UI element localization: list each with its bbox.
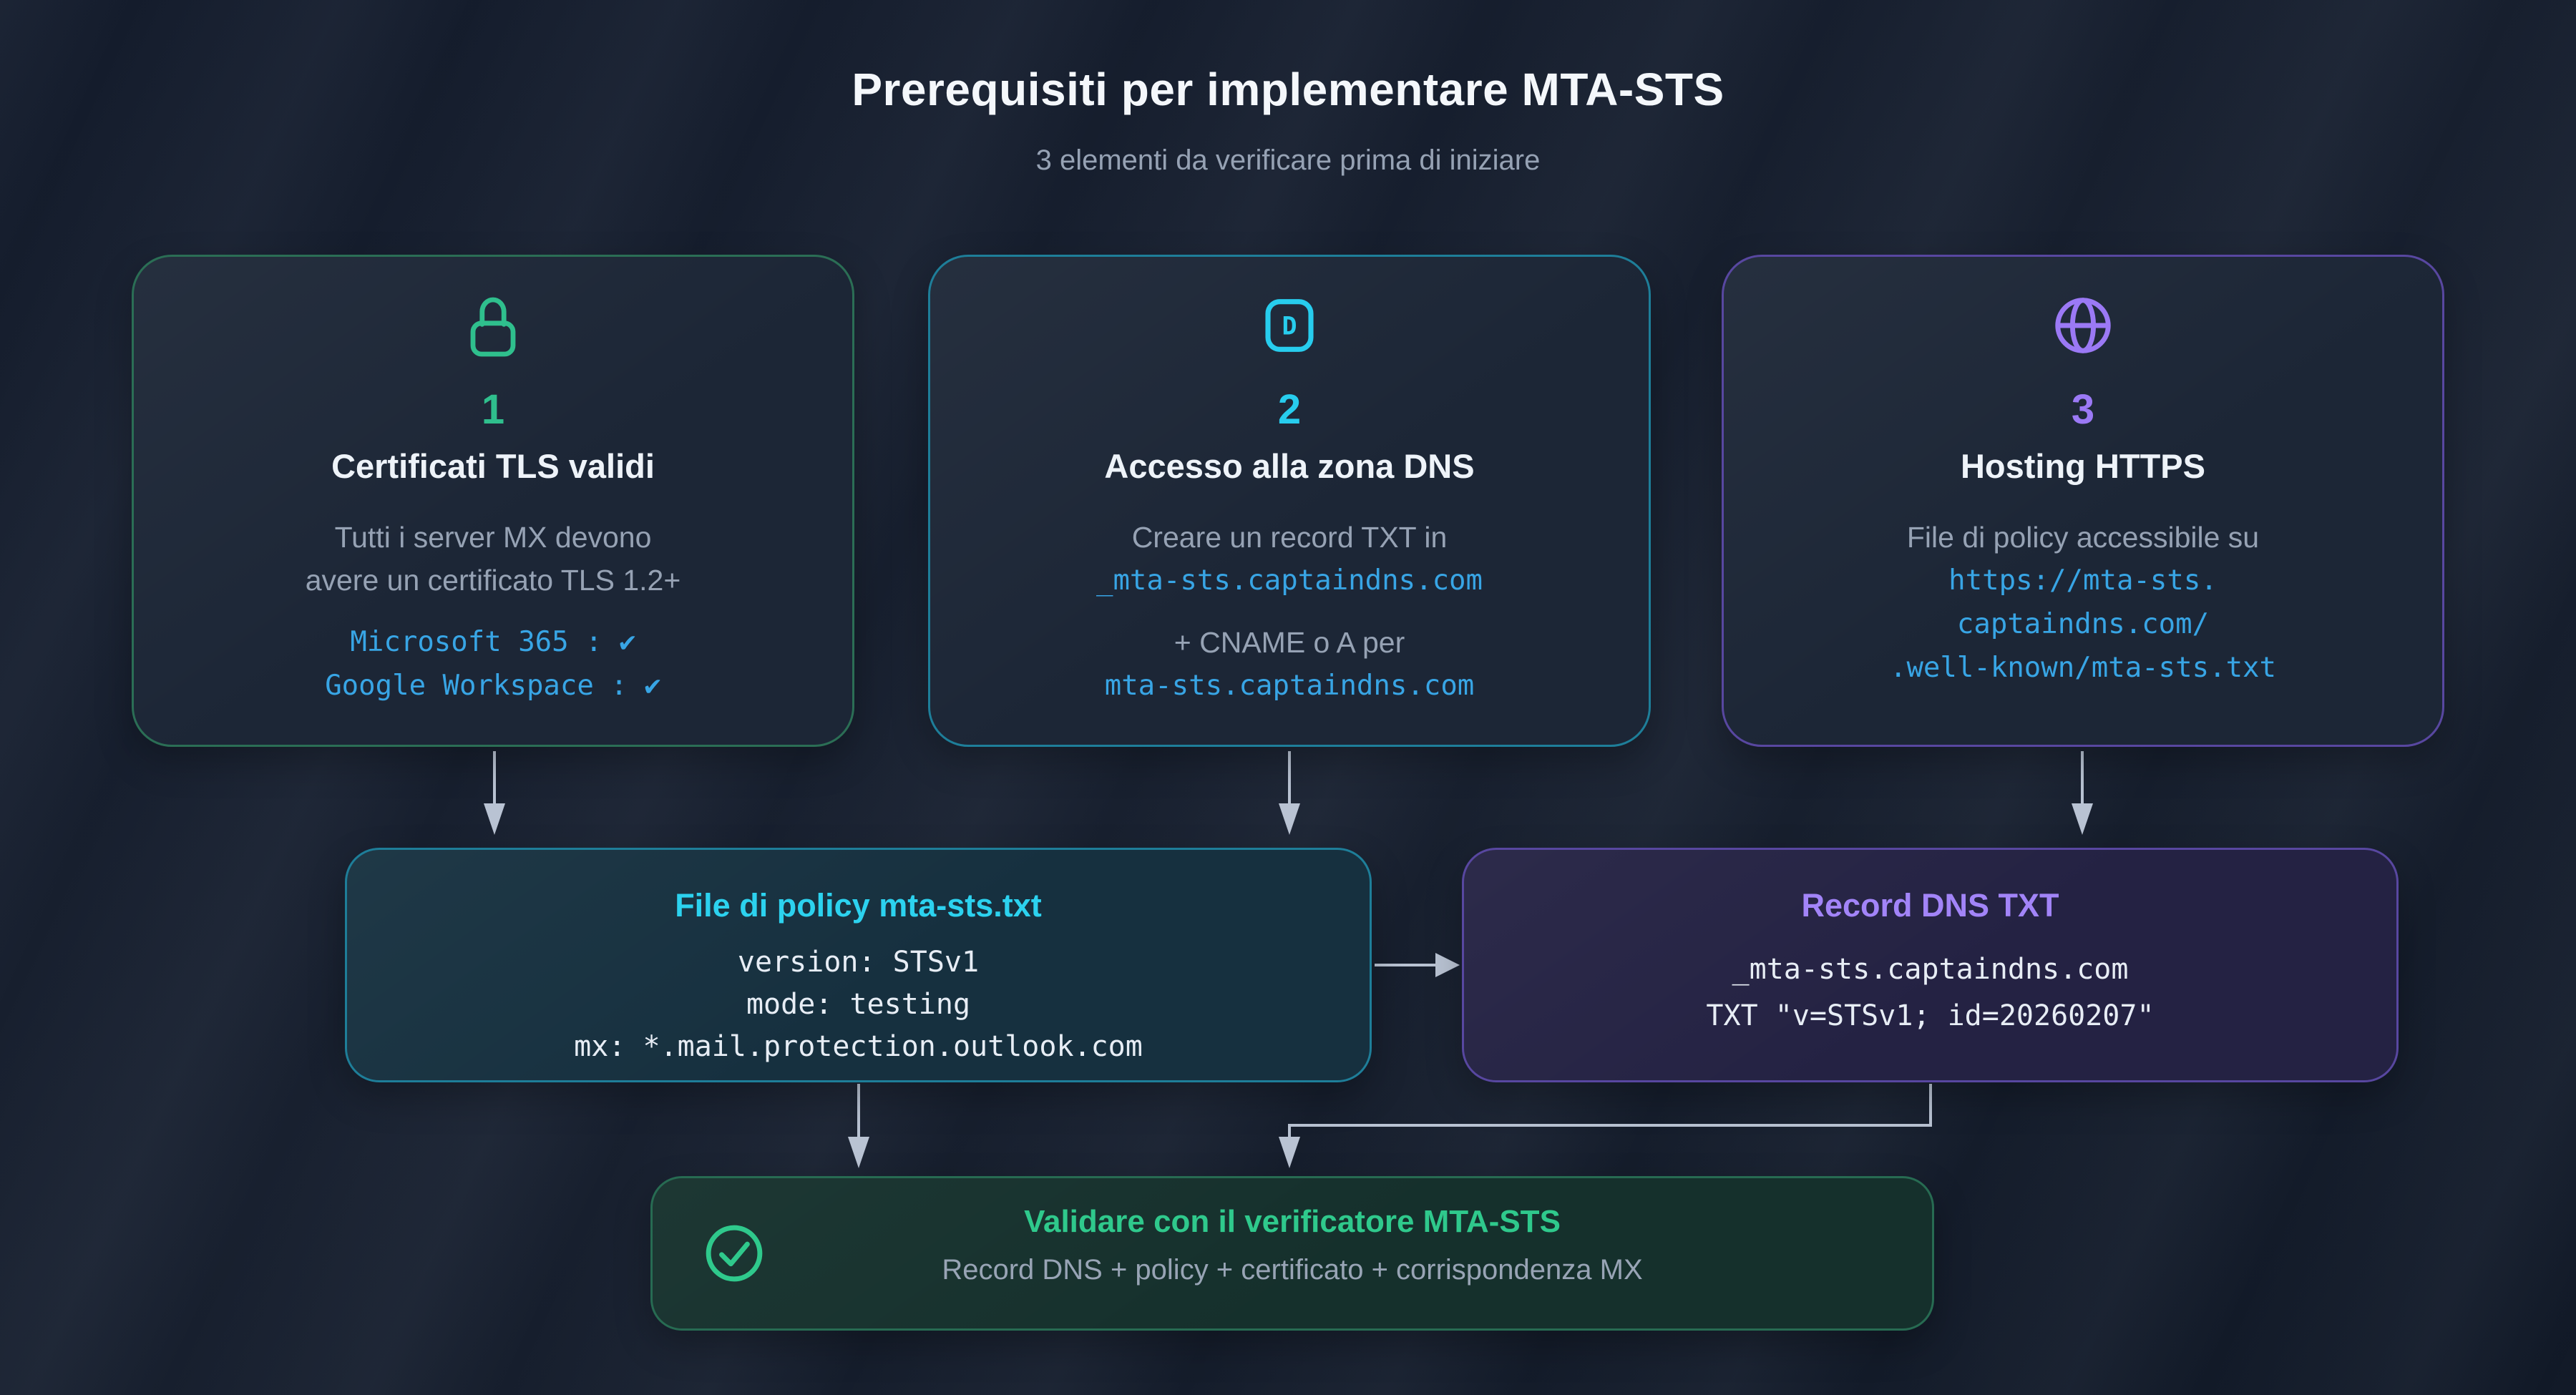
policy-mx-line: mx: *.mail.protection.outlook.com	[574, 1030, 1143, 1063]
card-dns-zone-access: D 2 Accesso alla zona DNS Creare un reco…	[928, 255, 1651, 747]
card1-icon-wrap	[134, 288, 852, 363]
card2-desc-line2: + CNAME o A per	[1174, 626, 1405, 659]
card-tls-certificates: 1 Certificati TLS validi Tutti i server …	[132, 255, 854, 747]
dns-zone-icon: D	[1265, 299, 1314, 352]
arrow-policy-to-validate	[848, 1084, 869, 1168]
globe-icon	[2055, 298, 2111, 353]
policy-box-title: File di policy mta-sts.txt	[675, 887, 1042, 924]
validate-subtitle: Record DNS + policy + certificato + corr…	[942, 1254, 1643, 1286]
step-number-2: 2	[1277, 386, 1302, 433]
check-circle-icon	[706, 1225, 763, 1282]
card3-url-line1: https://mta-sts.	[1948, 564, 2218, 597]
card1-desc-line2: avere un certificato TLS 1.2+	[305, 564, 681, 597]
arrow-dns-to-validate	[1279, 1084, 1932, 1168]
card2-txt-host: _mta-sts.captaindns.com	[1096, 564, 1483, 597]
dns-box-title: Record DNS TXT	[1801, 887, 2059, 924]
card3-url-line3: .well-known/mta-sts.txt	[1889, 652, 2277, 684]
arrow-card2-to-policy	[1279, 751, 1300, 835]
card2-cname-host: mta-sts.captaindns.com	[1104, 670, 1475, 702]
card2-body: Creare un record TXT in _mta-sts.captain…	[930, 516, 1649, 708]
card1-check-google: Google Workspace : ✔	[325, 670, 661, 702]
policy-box-content: version: STSv1 mode: testing mx: *.mail.…	[347, 941, 1370, 1068]
card2-title: Accesso alla zona DNS	[1104, 447, 1475, 485]
card1-check-microsoft: Microsoft 365 : ✔	[350, 626, 636, 658]
dns-icon-letter: D	[1282, 313, 1297, 341]
dns-box-content: _mta-sts.captaindns.com TXT "v=STSv1; id…	[1464, 946, 2396, 1039]
card3-icon-wrap	[1724, 288, 2442, 363]
card2-desc-line1: Creare un record TXT in	[1131, 521, 1448, 554]
policy-file-box: File di policy mta-sts.txt version: STSv…	[345, 848, 1372, 1082]
card3-title: Hosting HTTPS	[1960, 447, 2206, 485]
step-number-1: 1	[481, 386, 505, 433]
card3-url-line2: captaindns.com/	[1956, 608, 2210, 640]
page-title: Prerequisiti per implementare MTA-STS	[852, 64, 1724, 115]
validate-icon-wrap	[701, 1220, 767, 1286]
dns-txt-record-box: Record DNS TXT _mta-sts.captaindns.com T…	[1462, 848, 2399, 1082]
policy-mode-line: mode: testing	[746, 988, 971, 1021]
card3-body: File di policy accessibile su https://mt…	[1724, 516, 2442, 690]
dns-txt-value-line: TXT "v=STSv1; id=20260207"	[1706, 999, 2155, 1032]
arrow-policy-to-dns	[1375, 953, 1460, 977]
card1-desc-line1: Tutti i server MX devono	[334, 521, 652, 554]
card1-body: Tutti i server MX devono avere un certif…	[134, 516, 852, 708]
dns-host-line: _mta-sts.captaindns.com	[1732, 953, 2129, 986]
card2-icon-wrap: D	[930, 288, 1649, 363]
policy-version-line: version: STSv1	[737, 946, 980, 979]
card-https-hosting: 3 Hosting HTTPS File di policy accessibi…	[1722, 255, 2444, 747]
lock-icon	[470, 297, 516, 357]
arrow-card1-to-policy	[484, 751, 505, 835]
validation-box: Validare con il verificatore MTA-STS Rec…	[650, 1176, 1934, 1331]
validate-title: Validare con il verificatore MTA-STS	[1024, 1204, 1561, 1239]
arrow-card3-to-dns	[2072, 751, 2093, 835]
card3-desc-line1: File di policy accessibile su	[1906, 521, 2260, 554]
step-number-3: 3	[2071, 386, 2095, 433]
header: Prerequisiti per implementare MTA-STS 3 …	[0, 0, 2576, 177]
page-subtitle: 3 elementi da verificare prima di inizia…	[1035, 145, 1541, 176]
card1-title: Certificati TLS validi	[331, 447, 655, 485]
